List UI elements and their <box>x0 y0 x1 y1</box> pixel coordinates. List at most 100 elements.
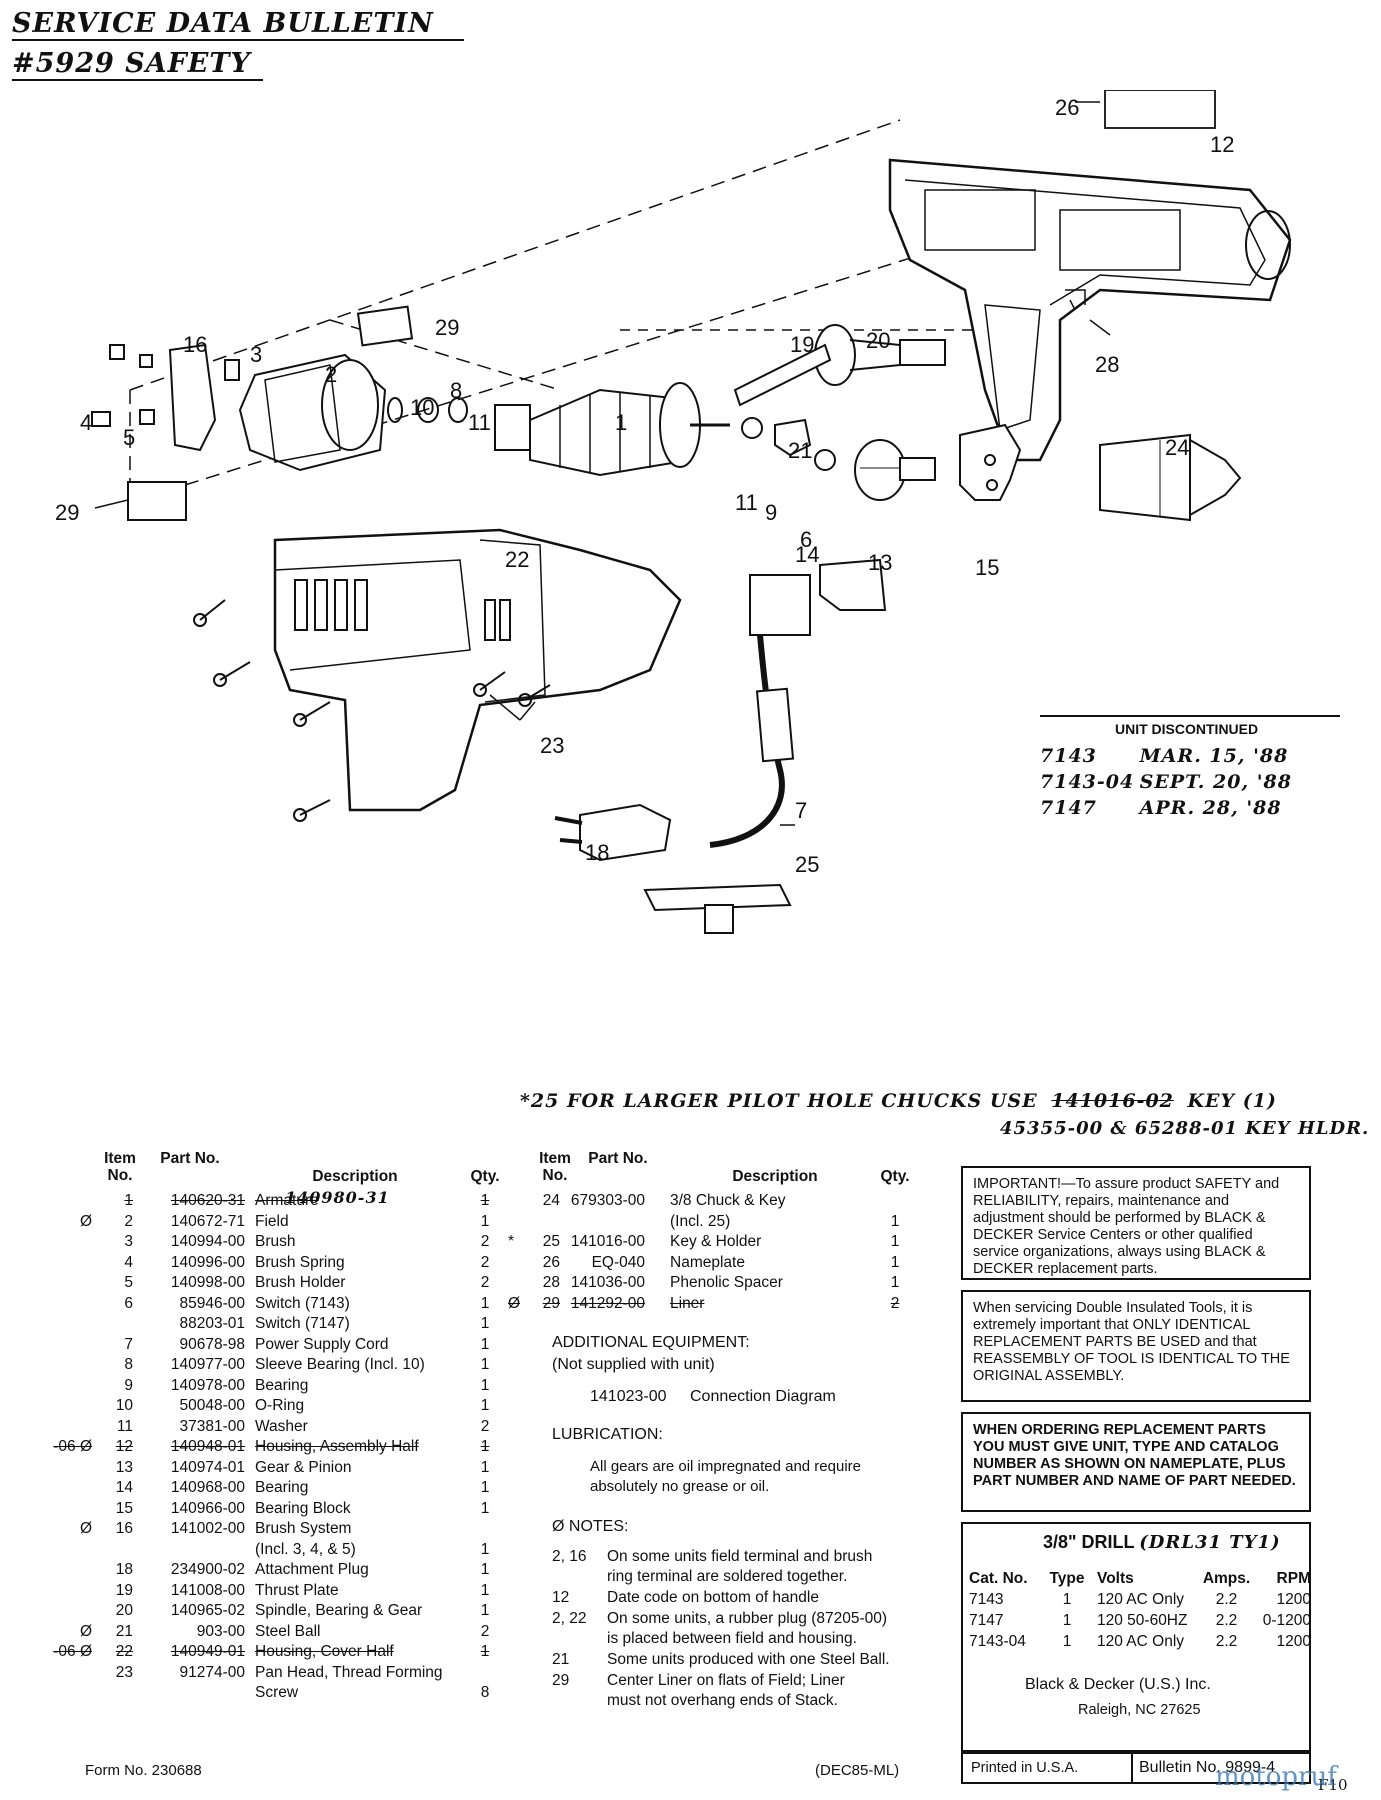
callout-number: 28 <box>1095 352 1119 377</box>
note-ref: 2, 16 <box>552 1548 587 1565</box>
bulletin-number: #5929 SAFETY <box>12 48 263 81</box>
unit-discontinued-block: UNIT DISCONTINUED 7143 MAR. 15, '88 7143… <box>1040 715 1340 819</box>
spec-header: Amps. <box>1202 1570 1251 1587</box>
quantity: 1 <box>480 1581 490 1599</box>
part-description: Field <box>255 1212 289 1230</box>
callout-number: 2 <box>325 362 337 387</box>
part-number: 141008-00 <box>170 1581 245 1599</box>
part-mark: Ø <box>79 1520 92 1537</box>
note-ref: 29 <box>552 1672 570 1689</box>
callout-number: 22 <box>505 547 529 572</box>
part-mark: Ø <box>79 1212 92 1230</box>
part-number: 234900-02 <box>170 1561 245 1578</box>
part-number: 85946-00 <box>179 1294 245 1312</box>
item-number: 24 <box>542 1192 560 1209</box>
discontinued-date: APR. 28, '88 <box>1139 797 1282 819</box>
callout-number: 13 <box>868 550 892 575</box>
part-description: Bearing <box>255 1376 309 1394</box>
item-number: 18 <box>115 1561 133 1578</box>
item-number: 7 <box>124 1335 133 1353</box>
lubrication-line: absolutely no grease or oil. <box>590 1478 770 1495</box>
callout-number: 10 <box>410 395 434 420</box>
quantity: 1 <box>480 1602 490 1619</box>
part-number: 141016-00 <box>570 1233 645 1250</box>
item-number: 10 <box>115 1397 133 1414</box>
column-header-description: Description <box>312 1168 398 1185</box>
quantity: 1 <box>480 1540 490 1558</box>
column-header-description: Description <box>732 1168 818 1185</box>
part-number: 140994-00 <box>170 1233 245 1250</box>
part-description: Liner <box>670 1294 705 1312</box>
part-number: 141292-00 <box>570 1294 645 1312</box>
quantity: 1 <box>480 1499 490 1517</box>
quantity: 1 <box>480 1315 490 1332</box>
callout-number: 29 <box>55 500 79 525</box>
quantity: 1 <box>890 1233 900 1250</box>
part-number: 140974-01 <box>170 1458 245 1476</box>
quantity: 1 <box>480 1212 490 1230</box>
item-number: 19 <box>115 1581 133 1599</box>
quantity: 1 <box>480 1376 490 1394</box>
discontinued-row: 7147 APR. 28, '88 <box>1040 797 1340 819</box>
part-description: Bearing Block <box>255 1499 351 1517</box>
part-number: EQ-040 <box>591 1253 645 1271</box>
part-description: Power Supply Cord <box>255 1335 389 1353</box>
quantity: 8 <box>480 1684 490 1701</box>
column-header-item: Item No. <box>539 1150 571 1184</box>
discontinued-model: 7147 <box>1040 797 1097 819</box>
part-description: Switch (7147) <box>255 1315 350 1332</box>
callout-number: 5 <box>123 425 135 450</box>
spec-header: RPM <box>1276 1570 1311 1587</box>
bulletin-title: SERVICE DATA BULLETIN <box>12 8 464 41</box>
part-number: 37381-00 <box>179 1417 245 1435</box>
quantity: 1 <box>480 1561 490 1578</box>
callout-number: 6 <box>800 527 812 552</box>
key-note-text: *25 FOR LARGER PILOT HOLE CHUCKS USE <box>520 1090 1038 1112</box>
note-text: must not overhang ends of Stack. <box>607 1692 838 1709</box>
item-number: 20 <box>115 1602 133 1619</box>
column-header-part: Part No. <box>160 1150 220 1167</box>
parts-row: Screw 8 <box>40 1684 510 1705</box>
part-description: Gear & Pinion <box>255 1458 352 1476</box>
part-mark: Ø <box>79 1622 92 1640</box>
watermark-logo: motopruf <box>1215 1762 1337 1792</box>
note-text: On some units, a rubber plug (87205-00) <box>607 1610 888 1627</box>
callout-number: 16 <box>183 332 207 357</box>
part-description: Screw <box>255 1684 299 1701</box>
part-number: 140965-02 <box>170 1602 245 1619</box>
company-name: Black & Decker (U.S.) Inc. <box>1025 1676 1211 1693</box>
spec-cell: 7147 <box>969 1612 1004 1629</box>
quantity: 1 <box>890 1253 900 1271</box>
quantity: 2 <box>480 1622 490 1640</box>
callout-number: 11 <box>735 490 758 515</box>
part-number: 141036-00 <box>570 1274 645 1291</box>
item-number: 28 <box>542 1274 560 1291</box>
spec-cell: 1 <box>1062 1612 1072 1629</box>
quantity: 1 <box>480 1294 490 1312</box>
callout-number: 3 <box>250 342 262 367</box>
part-number: 140620-31 <box>170 1192 245 1209</box>
printed-in-box: Printed in U.S.A. <box>961 1752 1133 1784</box>
form-number: Form No. 230688 <box>85 1762 202 1779</box>
callout-number: 19 <box>790 332 814 357</box>
item-number: 25 <box>542 1233 560 1250</box>
bulletin-number-box: Bulletin No. 9899-4 <box>1133 1752 1311 1784</box>
item-number: 23 <box>115 1663 133 1681</box>
item-number: 11 <box>116 1417 133 1435</box>
callout-number: 24 <box>1165 435 1189 460</box>
spec-cell: 1200 <box>1276 1591 1311 1608</box>
